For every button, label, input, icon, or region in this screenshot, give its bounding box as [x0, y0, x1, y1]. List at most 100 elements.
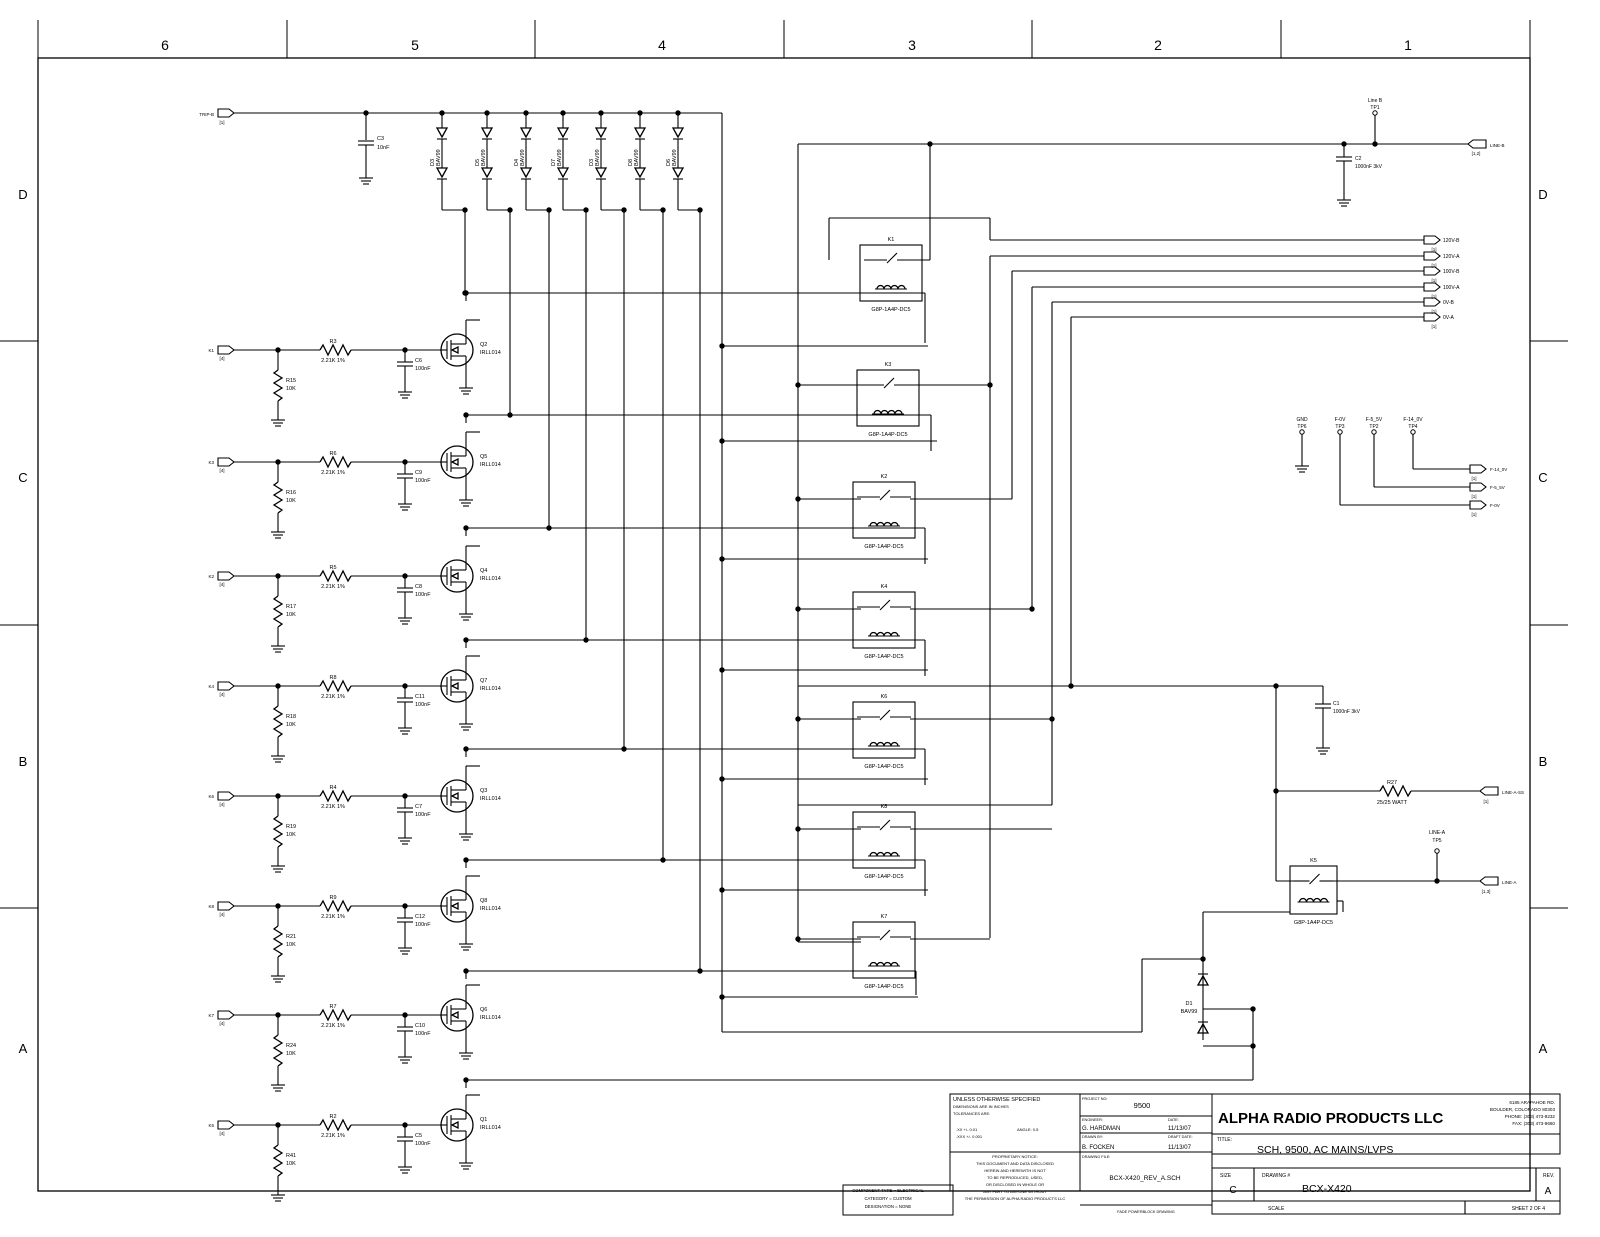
ground-symbol [271, 975, 285, 983]
series-resistor [319, 569, 352, 583]
rev-label: REV. [1543, 1173, 1554, 1179]
gate-capacitor [397, 1026, 413, 1032]
diode-triangle [435, 167, 449, 179]
project-no: 9500 [1134, 1101, 1151, 1110]
line-a-ss-port [1479, 786, 1499, 796]
pulldown-resistor [272, 369, 284, 402]
mosfet-part: IRLL014 [480, 686, 501, 692]
proprietary-line: THIS DOCUMENT AND DATA DISCLOSED [976, 1161, 1054, 1166]
mosfet-part: IRLL014 [480, 576, 501, 582]
zone-column-label: 6 [161, 37, 169, 53]
ground-symbol [271, 1084, 285, 1092]
diode-triangle [519, 127, 533, 139]
diode-triangle [556, 167, 570, 179]
relay-switch [879, 489, 891, 501]
mains-port-ref: [1] [1431, 294, 1436, 299]
relay-part: G8P-1A4P-DC5 [864, 874, 903, 880]
relay-part: G8P-1A4P-DC5 [864, 544, 903, 550]
resistor-ref: R2 [329, 1114, 336, 1120]
c2-capacitor [1336, 156, 1352, 162]
junction-dot [927, 141, 933, 147]
relay-box [856, 369, 920, 427]
testpoint [1337, 429, 1343, 435]
zone-row-label: A [19, 1041, 28, 1056]
tp1-label: Line B [1368, 98, 1383, 104]
gate-input-port [217, 345, 235, 355]
mains-port-label: 100V-A [1443, 285, 1460, 291]
port-ref: [4] [219, 692, 224, 697]
capacitor-value: 100nF [415, 922, 431, 928]
capacitor-value: 100nF [415, 366, 431, 372]
trip-b-ref: [1] [219, 120, 224, 125]
company-box [1211, 1093, 1561, 1155]
relay-ref: K2 [881, 474, 888, 480]
gate-capacitor [397, 587, 413, 593]
filter-port [1469, 464, 1487, 474]
filter-port [1469, 500, 1487, 510]
diode-ref: D5 [475, 159, 481, 166]
filter-port-label: F-0V [1490, 503, 1500, 508]
line-b-label: LINE-B [1490, 143, 1505, 148]
company-name: ALPHA RADIO PRODUCTS LLC [1218, 1110, 1443, 1127]
component-info-line: DESIGNATION = NONE [865, 1204, 912, 1209]
diode-triangle [556, 127, 570, 139]
relay-ref: K7 [881, 914, 888, 920]
diode-ref: D6 [666, 159, 672, 166]
port-label: K3 [208, 460, 214, 465]
zone-column-label: 5 [411, 37, 419, 53]
junction-dot [363, 110, 369, 116]
diode-part: BAV99 [595, 149, 601, 166]
resistor-value: 2.21K 1% [321, 914, 345, 920]
ground-symbol [398, 947, 412, 955]
port-label: K2 [208, 574, 214, 579]
resistor-ref: R7 [329, 1004, 336, 1010]
capacitor-ref: C10 [415, 1023, 425, 1029]
ground-symbol [459, 723, 473, 731]
ground-symbol [271, 645, 285, 653]
drawing-file: BCX-X420_REV_A.SCH [1109, 1175, 1180, 1182]
ground-symbol [398, 503, 412, 511]
resistor-value: 2.21K 1% [321, 358, 345, 364]
mosfet-part: IRLL014 [480, 906, 501, 912]
mosfet-ref: Q2 [480, 342, 487, 348]
d1-ref: D1 [1185, 1001, 1192, 1007]
tp5-ref: TP5 [1432, 838, 1441, 844]
pulldown-resistor [272, 815, 284, 848]
sheet-label: SHEET 2 OF 4 [1512, 1206, 1545, 1212]
filter-port [1469, 482, 1487, 492]
relay-switch [879, 709, 891, 721]
pulldown-value: 10K [286, 386, 296, 392]
series-resistor [319, 1008, 352, 1022]
company-address-line: FAX: (303) 473-9660 [1512, 1121, 1555, 1126]
junction-dot [463, 637, 469, 643]
relay-switch [879, 819, 891, 831]
testpoint-ref: TP6 [1297, 424, 1306, 430]
size-value: C [1229, 1185, 1236, 1196]
testpoint-ref: TP4 [1408, 424, 1417, 430]
pulldown-resistor [272, 481, 284, 514]
pulldown-resistor [272, 925, 284, 958]
drawing-no-label: DRAWING # [1262, 1173, 1290, 1179]
mosfet-arrow [450, 457, 459, 467]
mosfet-ref: Q3 [480, 788, 487, 794]
mosfet-arrow [450, 1120, 459, 1130]
diode-triangle [671, 167, 685, 179]
capacitor-ref: C9 [415, 470, 422, 476]
zone-row-label: D [1538, 187, 1547, 202]
proprietary-line: THE PERMISSION OF ALPHA RADIO PRODUCTS L… [965, 1196, 1066, 1201]
trip-b-rail [217, 108, 723, 1032]
testpoint-net: F-5_5V [1366, 417, 1383, 423]
mosfet-ref: Q4 [480, 568, 487, 574]
junction-dot [1273, 788, 1279, 794]
relay-part: G8P-1A4P-DC5 [864, 654, 903, 660]
testpoint-ref: TP2 [1369, 424, 1378, 430]
ground-symbol [398, 837, 412, 845]
diode-ref: D4 [514, 159, 520, 166]
diode-triangle [633, 167, 647, 179]
port-ref: [4] [219, 582, 224, 587]
